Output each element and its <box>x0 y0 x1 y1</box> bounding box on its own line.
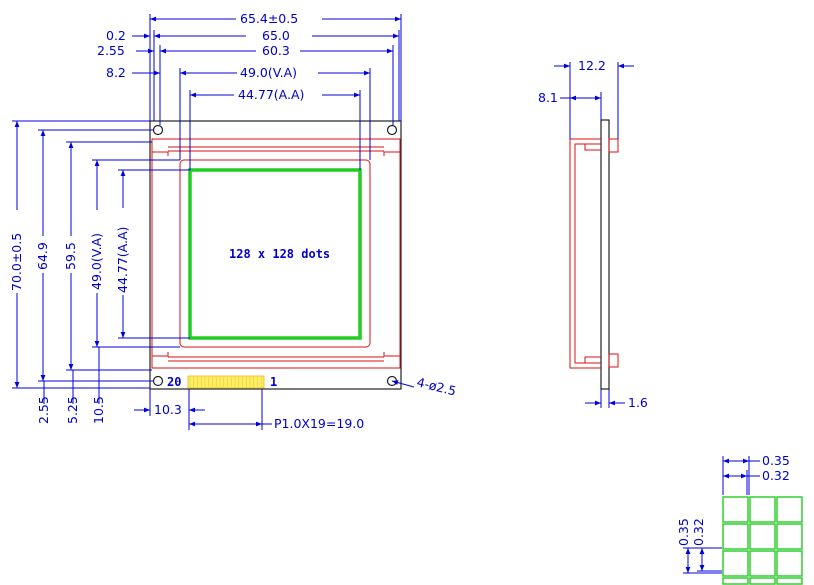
active-area <box>188 168 362 340</box>
dot-cell <box>776 496 803 523</box>
bezel-outline <box>151 138 401 369</box>
front-view: 128 x 128 dots 20 1 <box>149 120 402 390</box>
side-bezel-step-bottom <box>584 356 601 363</box>
bezel-notch-top-left <box>151 139 169 156</box>
mount-hole-top-right <box>386 124 398 136</box>
dot-cell <box>722 496 749 523</box>
dim-height-overall: 70.0±0.5 <box>9 233 24 291</box>
dot-cell <box>776 523 803 550</box>
side-connector-top <box>608 138 619 153</box>
dim-pin-offset: 10.3 <box>154 402 182 417</box>
side-view: 12.2 8.1 1.6 <box>538 58 648 410</box>
view-area <box>179 159 371 348</box>
bezel-notch-bottom-right <box>383 352 401 368</box>
dim-bottom-2-55: 2.55 <box>36 396 51 424</box>
side-connector-bottom <box>608 353 619 368</box>
front-top-dimensions: 65.4±0.5 0.2 65.0 2.55 60.3 8.2 49.0(V.A… <box>97 11 402 170</box>
dim-side-module: 8.1 <box>538 90 558 105</box>
dim-dot-pitch-h: 0.35 <box>676 518 691 546</box>
mount-hole-top-left <box>152 124 164 136</box>
dim-dot-size-w: 0.32 <box>762 468 790 483</box>
bezel-notch-top-right <box>383 139 401 156</box>
dim-bottom-5-25: 5.25 <box>65 396 80 424</box>
side-pcb <box>600 119 610 390</box>
dim-offset-0-2: 0.2 <box>106 28 126 43</box>
dot-cell <box>722 523 749 550</box>
side-bezel-step-top <box>584 144 601 151</box>
dim-side-pcb: 1.6 <box>628 395 648 410</box>
resolution-label: 128 x 128 dots <box>229 247 330 261</box>
pin-first-label: 20 <box>167 375 181 389</box>
dim-dot-size-h: 0.32 <box>691 518 706 546</box>
front-left-dimensions: 70.0±0.5 64.9 59.5 49.0(V.A) 44.77(A.A) … <box>9 120 190 424</box>
dim-active-area-height: 44.77(A.A) <box>115 227 130 293</box>
dim-height-59-5: 59.5 <box>63 242 78 270</box>
dot-cell <box>749 496 776 523</box>
bezel-notch-bottom-left <box>151 352 169 368</box>
mount-hole-bottom-left <box>152 375 164 387</box>
side-bezel-outer <box>569 138 601 369</box>
pin-dimensions: 10.3 P1.0X19=19.0 4-ø2.5 <box>134 374 458 431</box>
pin-strips <box>189 377 262 387</box>
dot-cell <box>749 550 776 577</box>
dim-width-overall: 65.4±0.5 <box>240 11 298 26</box>
dim-width-pcb: 65.0 <box>262 28 290 43</box>
pin-last-label: 1 <box>270 375 277 389</box>
side-bezel-inner <box>574 143 601 364</box>
dim-mount-holes: 4-ø2.5 <box>415 374 457 398</box>
dim-bottom-10-5: 10.5 <box>91 396 106 424</box>
dot-cell <box>776 550 803 577</box>
dot-cell <box>749 523 776 550</box>
dot-cell <box>722 550 749 577</box>
dim-active-area-width: 44.77(A.A) <box>238 87 304 102</box>
dim-offset-2-55: 2.55 <box>97 43 125 58</box>
dot-cell <box>722 577 749 585</box>
dot-cell <box>749 577 776 585</box>
dot-grid <box>722 496 803 585</box>
dot-detail: 0.35 0.32 0.35 0.32 <box>676 453 803 585</box>
dim-pin-pitch: P1.0X19=19.0 <box>274 416 364 431</box>
pin-header <box>187 375 265 389</box>
dim-side-total: 12.2 <box>578 58 606 73</box>
dim-view-area-width: 49.0(V.A) <box>240 65 297 80</box>
dim-offset-8-2: 8.2 <box>106 65 126 80</box>
dim-width-60-3: 60.3 <box>262 43 290 58</box>
dim-height-64-9: 64.9 <box>35 242 50 270</box>
dim-dot-pitch-w: 0.35 <box>762 453 790 468</box>
pcb-outline <box>149 120 402 390</box>
dot-cell <box>776 577 803 585</box>
dim-view-area-height: 49.0(V.A) <box>89 233 104 290</box>
